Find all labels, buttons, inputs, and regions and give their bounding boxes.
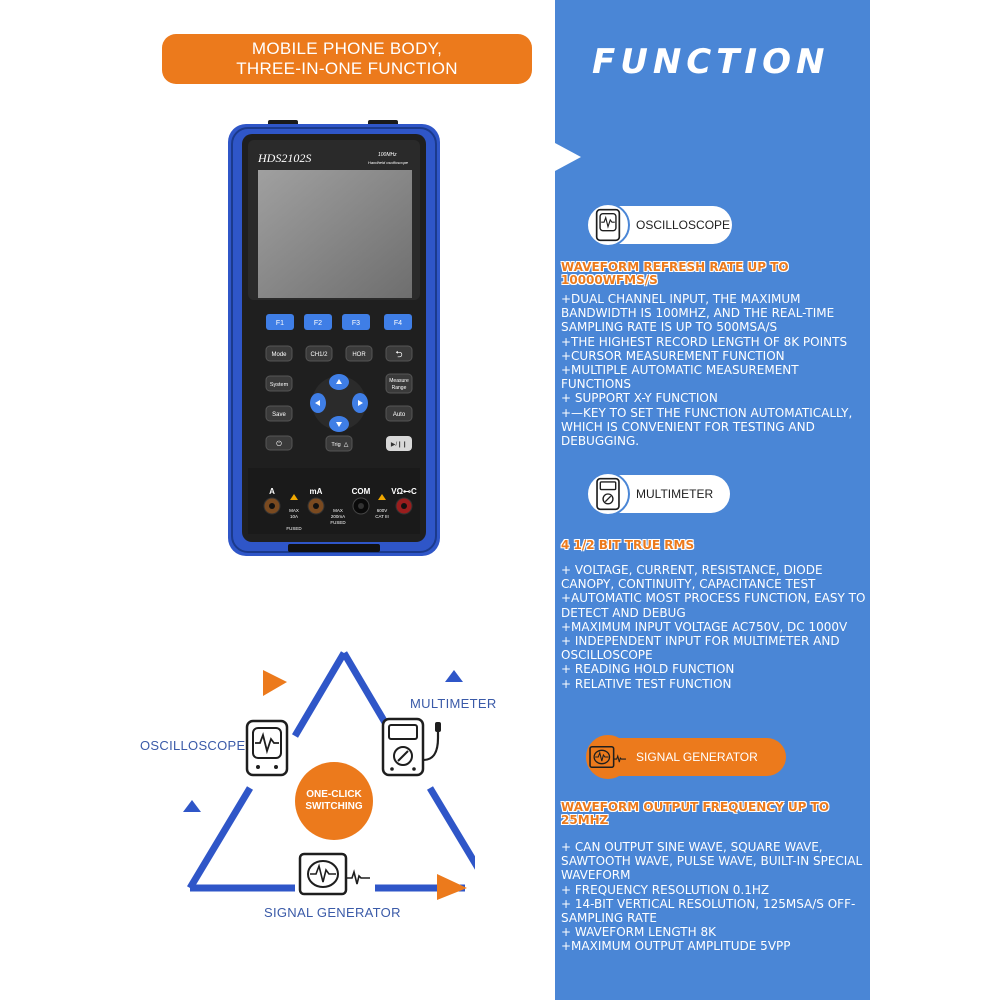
f1-button <box>266 314 294 330</box>
f1-label: F1 <box>276 320 284 327</box>
svg-text:CAT III: CAT III <box>375 514 389 519</box>
signal-generator-features: + CAN OUTPUT SINE WAVE, SQUARE WAVE, SAW… <box>561 840 866 954</box>
device-spec-label: 100MHz <box>378 152 397 158</box>
multimeter-feature: + VOLTAGE, CURRENT, RESISTANCE, DIODE CA… <box>561 563 827 592</box>
device-model-label: HDS2102S <box>257 151 311 165</box>
feature-banner: MOBILE PHONE BODY, THREE-IN-ONE FUNCTION <box>162 34 532 84</box>
banner-line-1: MOBILE PHONE BODY, <box>251 39 443 58</box>
panel-title: FUNCTION <box>592 42 830 82</box>
signal-generator-feature: + CAN OUTPUT SINE WAVE, SQUARE WAVE, SAW… <box>561 840 867 883</box>
range-label: Range <box>392 385 407 391</box>
diagram-label-oscilloscope: OSCILLOSCOPE <box>140 738 246 753</box>
oscilloscope-feature: +—KEY TO SET THE FUNCTION AUTOMATICALLY,… <box>561 405 857 449</box>
dpad <box>310 374 368 432</box>
terminal-com-label: COM <box>352 487 371 496</box>
signal-generator-feature: + 14-BIT VERTICAL RESOLUTION, 125MSA/S O… <box>561 896 856 926</box>
save-label: Save <box>272 412 286 418</box>
banner-line-2: THREE-IN-ONE FUNCTION <box>236 59 458 78</box>
oscilloscope-feature: +DUAL CHANNEL INPUT, THE MAXIMUM BANDWID… <box>561 292 839 335</box>
multimeter-feature: +AUTOMATIC MOST PROCESS FUNCTION, EASY T… <box>561 591 866 620</box>
terminal-vohm-label: VΩ⊷C <box>391 487 417 496</box>
svg-text:▶/❙❙: ▶/❙❙ <box>391 441 407 448</box>
trig-label: Trig <box>331 442 340 448</box>
multimeter-icon <box>381 717 441 777</box>
multimeter-pill: MULTIMETER <box>586 472 730 516</box>
oscilloscope-pill: OSCILLOSCOPE <box>586 203 732 247</box>
diagram-label-signal-generator: SIGNAL GENERATOR <box>264 905 401 920</box>
arrow-left-top <box>263 670 287 696</box>
system-label: System <box>270 382 289 388</box>
auto-label: Auto <box>393 412 406 418</box>
oscilloscope-heading: WAVEFORM REFRESH RATE UP TO 10000WFMS/S <box>561 260 789 287</box>
svg-text:200mA: 200mA <box>331 514 345 519</box>
mode-label: Mode <box>271 352 287 358</box>
svg-text:△: △ <box>344 442 349 448</box>
f4-button <box>384 314 412 330</box>
signal-generator-pill: SIGNAL GENERATOR <box>586 735 786 779</box>
multimeter-feature: + INDEPENDENT INPUT FOR MULTIMETER AND O… <box>561 634 844 663</box>
multimeter-features: + VOLTAGE, CURRENT, RESISTANCE, DIODE CA… <box>561 563 866 691</box>
signal-generator-feature: +MAXIMUM OUTPUT AMPLITUDE 5VPP <box>561 939 791 954</box>
multimeter-heading: 4 1/2 BIT TRUE RMS <box>561 538 695 552</box>
signal-generator-pill-icon <box>586 735 630 779</box>
diagram-label-multimeter: MULTIMETER <box>410 696 497 711</box>
multimeter-feature: + RELATIVE TEST FUNCTION <box>561 676 732 691</box>
oscilloscope-icon <box>245 719 289 777</box>
oscilloscope-feature: +THE HIGHEST RECORD LENGTH OF 8K POINTS <box>561 334 848 349</box>
oscilloscope-feature: +CURSOR MEASUREMENT FUNCTION <box>561 348 785 363</box>
multimeter-feature: + READING HOLD FUNCTION <box>561 662 735 677</box>
handheld-oscilloscope-device: HDS2102S 100MHz Handheld oscilloscope F1… <box>228 120 440 556</box>
oscilloscope-feature: +MULTIPLE AUTOMATIC MEASUREMENT FUNCTION… <box>561 363 803 392</box>
oscilloscope-features: +DUAL CHANNEL INPUT, THE MAXIMUM BANDWID… <box>561 292 866 448</box>
oscilloscope-feature: + SUPPORT X-Y FUNCTION <box>561 391 718 406</box>
fused1-label: FUSED <box>286 526 302 531</box>
terminal-jacks <box>263 497 413 515</box>
svg-text:MAX: MAX <box>289 508 299 513</box>
signal-generator-pill-label: SIGNAL GENERATOR <box>636 750 758 764</box>
oscilloscope-pill-icon <box>586 203 630 247</box>
multimeter-pill-icon <box>586 472 630 516</box>
svg-text:⏻: ⏻ <box>276 440 282 448</box>
hor-label: HOR <box>352 352 366 358</box>
ch12-label: CH1/2 <box>310 352 328 358</box>
f2-label: F2 <box>314 320 322 327</box>
measure-label: Measure <box>389 378 409 384</box>
multimeter-feature: +MAXIMUM INPUT VOLTAGE AC750V, DC 1000V <box>561 619 848 634</box>
triangle-edge-top-left <box>291 651 348 738</box>
f4-label: F4 <box>394 320 402 327</box>
signal-generator-feature: + WAVEFORM LENGTH 8K <box>561 925 716 940</box>
triangle-edge-bottom-left <box>186 786 254 890</box>
svg-text:10A: 10A <box>290 514 298 519</box>
svg-text:600V: 600V <box>377 508 388 513</box>
terminal-ma-label: mA <box>310 487 323 496</box>
terminal-a-label: A <box>269 487 275 496</box>
svg-text:MAX: MAX <box>333 508 343 513</box>
f3-button <box>342 314 370 330</box>
signal-generator-feature: + FREQUENCY RESOLUTION 0.1HZ <box>561 882 770 897</box>
fused2-label: FUSED <box>330 520 346 525</box>
device-subtitle-label: Handheld oscilloscope <box>368 160 409 165</box>
one-click-switching-badge: ONE-CLICK SWITCHING <box>295 762 373 840</box>
f2-button <box>304 314 332 330</box>
signal-generator-icon <box>298 852 370 896</box>
f3-label: F3 <box>352 320 360 327</box>
arrow-bottom-right <box>437 874 467 900</box>
oscilloscope-pill-label: OSCILLOSCOPE <box>636 218 731 232</box>
panel-notch <box>555 143 581 171</box>
signal-generator-heading: WAVEFORM OUTPUT FREQUENCY UP TO 25MHZ <box>561 800 830 827</box>
svg-text:⮌: ⮌ <box>395 349 402 359</box>
multimeter-pill-label: MULTIMETER <box>636 487 714 501</box>
